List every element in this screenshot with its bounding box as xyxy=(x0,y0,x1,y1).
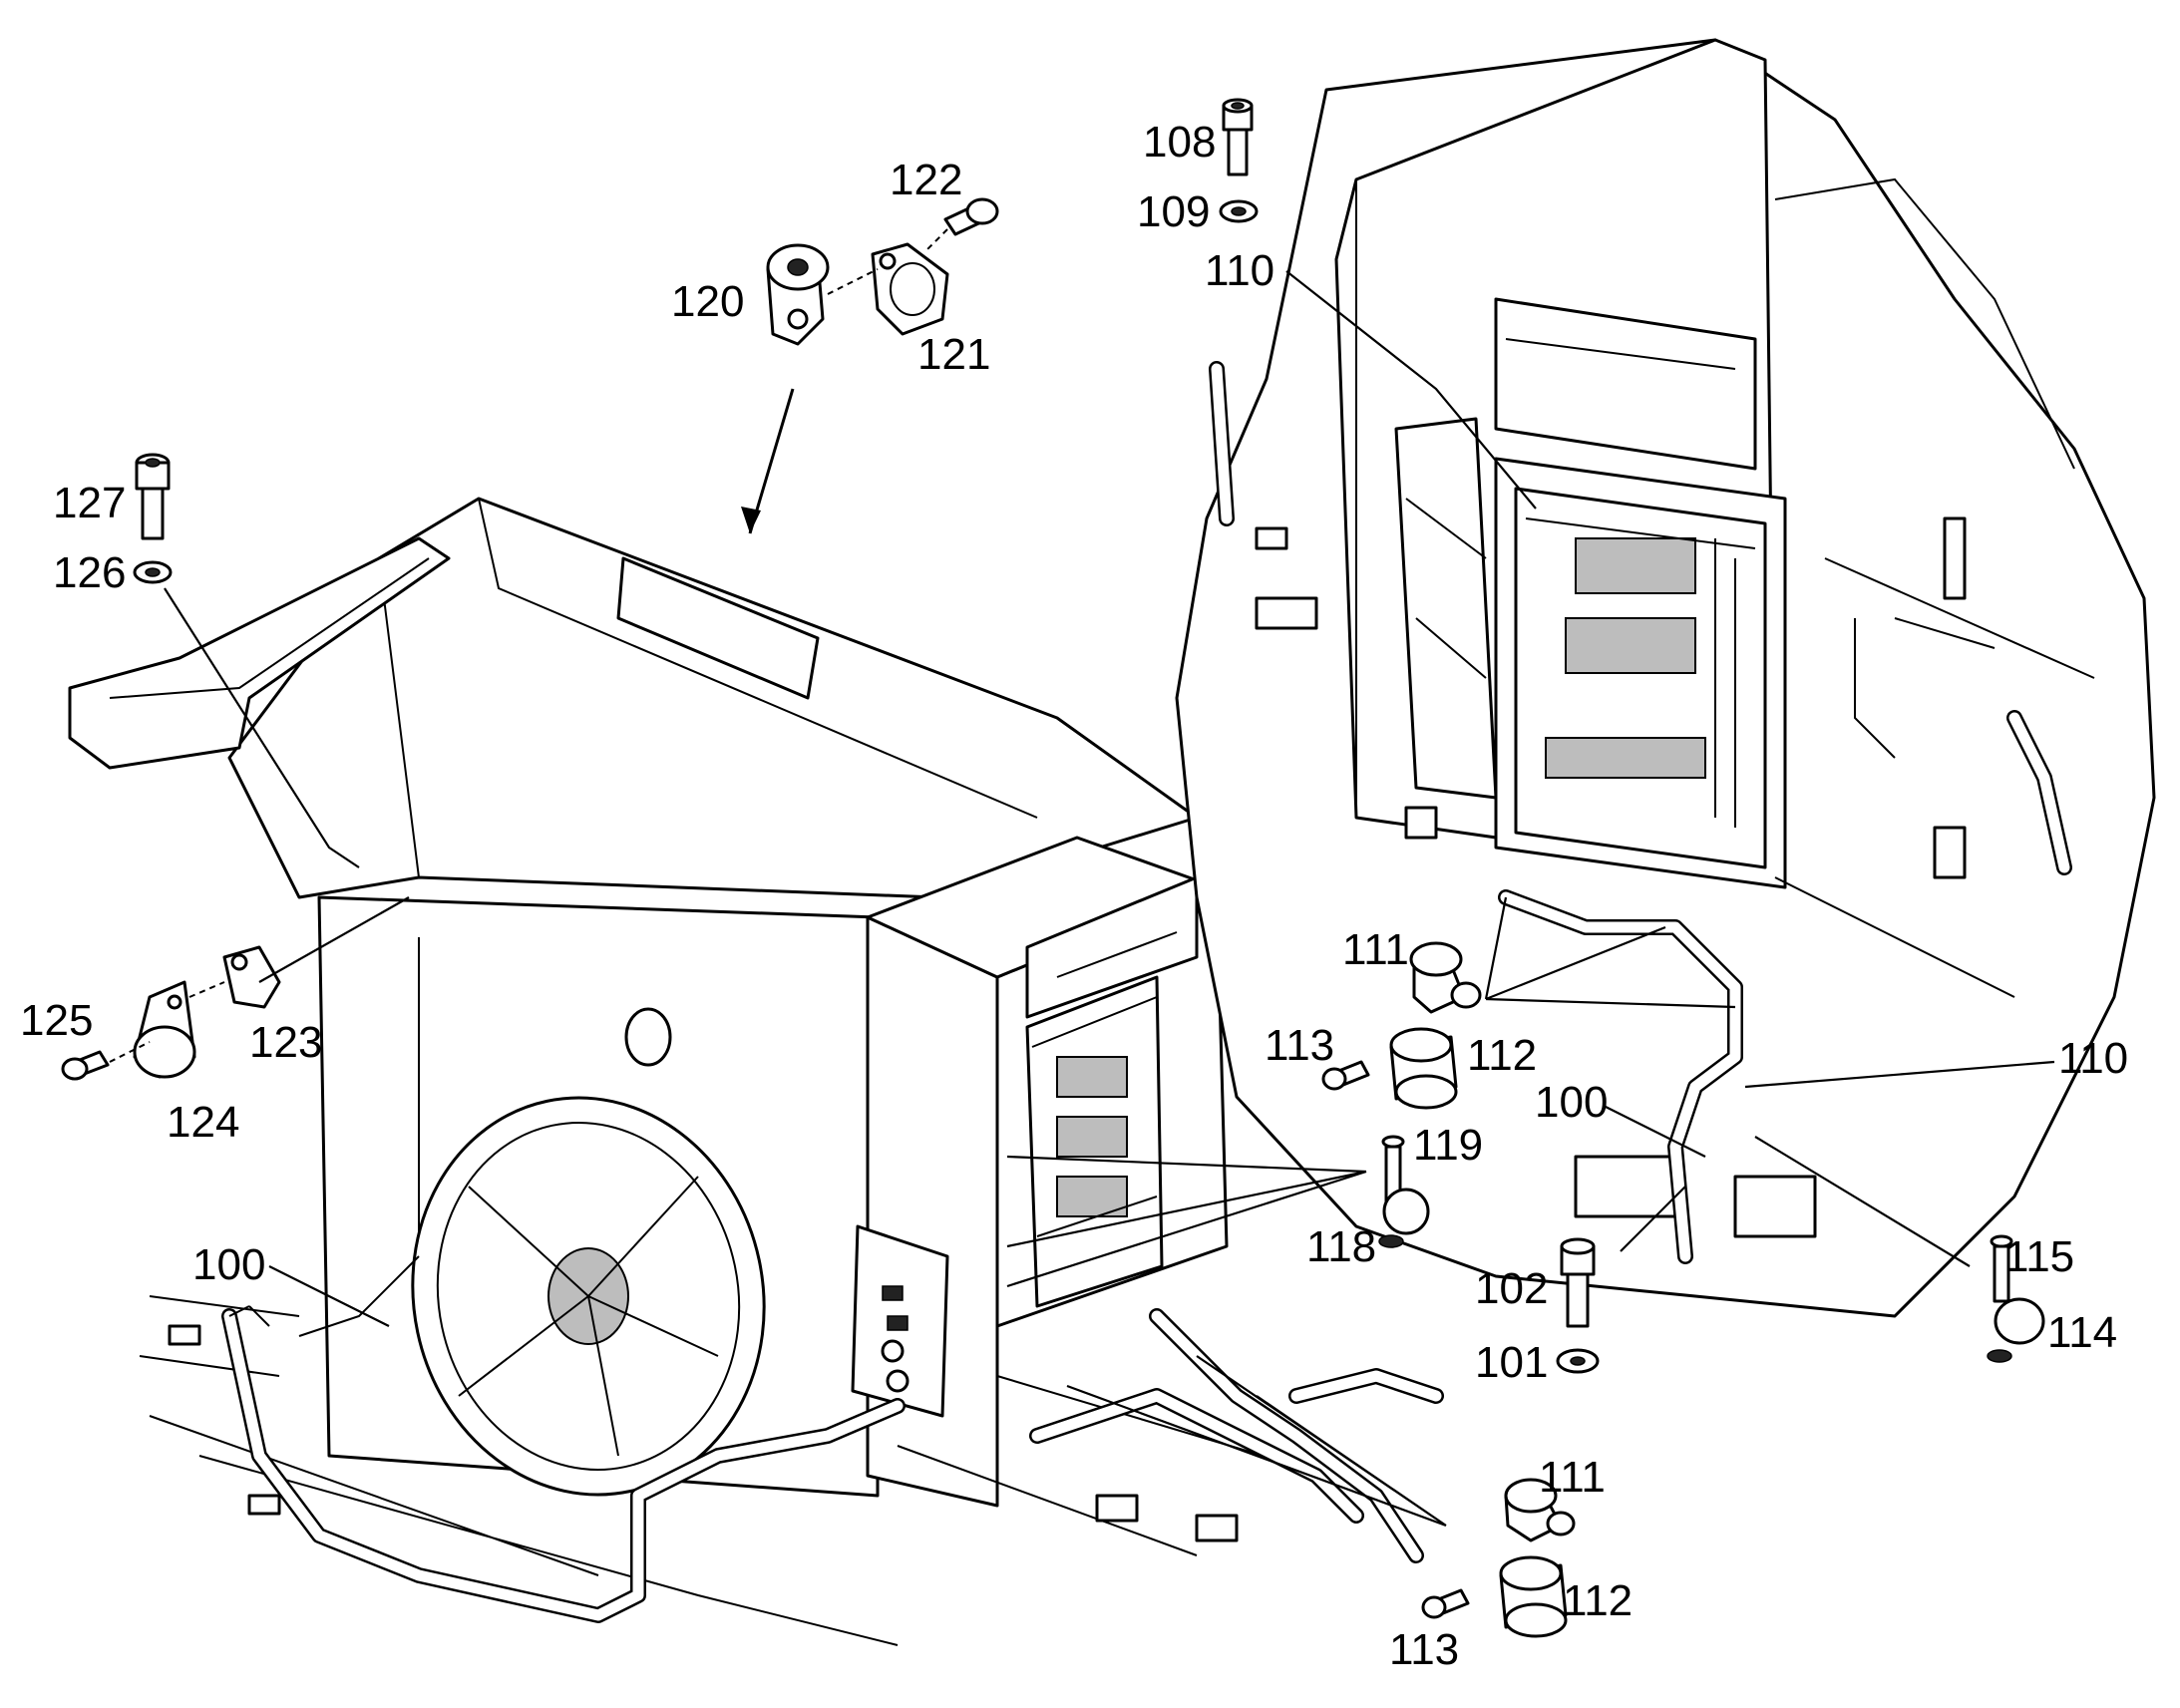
screw-113-lower xyxy=(1421,1588,1470,1619)
callout-120: 120 xyxy=(671,277,744,326)
callout-110-top: 110 xyxy=(1205,246,1274,295)
callout-119: 119 xyxy=(1413,1121,1483,1170)
callout-102: 102 xyxy=(1475,1264,1548,1313)
callout-101: 101 xyxy=(1475,1338,1548,1387)
hose-100-left xyxy=(221,1255,906,1623)
flywheel xyxy=(411,1007,766,1497)
callout-126: 126 xyxy=(53,548,126,597)
bolt-119 xyxy=(1381,1135,1405,1203)
bolt-108 xyxy=(1222,98,1254,176)
callout-111-lower: 111 xyxy=(1539,1453,1606,1502)
clamp-111-lower xyxy=(1504,1478,1576,1542)
callout-123: 123 xyxy=(249,1018,322,1067)
clamp-118 xyxy=(1378,1188,1430,1248)
machine-housing-left xyxy=(68,497,1229,1508)
clamp-112-lower xyxy=(1499,1555,1568,1638)
base-frame-left xyxy=(139,1295,1297,1646)
callout-125: 125 xyxy=(20,996,93,1045)
clamp-111-upper xyxy=(1409,941,1482,1014)
callout-122: 122 xyxy=(890,156,962,204)
callout-114: 114 xyxy=(2047,1308,2117,1357)
callout-108: 108 xyxy=(1143,118,1216,167)
callout-100-left: 100 xyxy=(192,1240,265,1289)
callout-113-upper: 113 xyxy=(1265,1021,1334,1070)
hoses-cabinet-bottom xyxy=(1029,1308,1444,1563)
callout-121: 121 xyxy=(917,330,990,379)
clamp-120 xyxy=(766,243,830,346)
callout-124: 124 xyxy=(167,1098,239,1147)
callout-100-right: 100 xyxy=(1535,1078,1608,1127)
clamp-124 xyxy=(133,980,196,1079)
clamp-123 xyxy=(222,945,281,1009)
washer-109 xyxy=(1219,199,1259,223)
screw-125 xyxy=(61,1050,110,1081)
clamp-121 xyxy=(871,242,949,336)
callout-110-right: 110 xyxy=(2058,1034,2128,1083)
bolt-127 xyxy=(135,453,171,540)
bolt-102 xyxy=(1560,1237,1596,1328)
callout-115: 115 xyxy=(2004,1232,2074,1281)
callout-118: 118 xyxy=(1306,1222,1376,1271)
screw-122 xyxy=(943,197,999,236)
detail-view-circle xyxy=(1175,38,2156,1318)
screw-113-upper xyxy=(1321,1060,1370,1091)
callout-109: 109 xyxy=(1137,187,1210,236)
connector-plate xyxy=(851,1224,949,1418)
clamp-114 xyxy=(1987,1297,2045,1363)
washer-101 xyxy=(1556,1348,1600,1374)
callout-113-lower: 113 xyxy=(1389,1625,1459,1674)
callout-112-upper: 112 xyxy=(1467,1031,1537,1080)
bolt-115 xyxy=(1990,1234,2013,1303)
callout-112-lower: 112 xyxy=(1563,1576,1633,1625)
clamp-112-upper xyxy=(1389,1027,1458,1110)
callout-127: 127 xyxy=(53,479,126,527)
callout-111-upper: 111 xyxy=(1342,925,1409,974)
washer-126 xyxy=(133,560,173,584)
